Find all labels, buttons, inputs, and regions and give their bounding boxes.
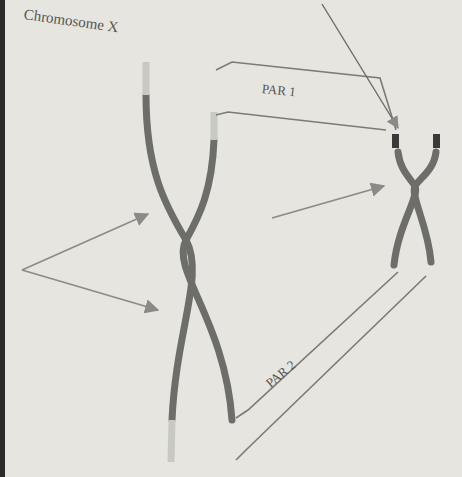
x-par1-tip bbox=[143, 62, 150, 95]
pointer-arrow bbox=[22, 214, 148, 270]
chromosome-title: Chromosome X bbox=[23, 6, 120, 36]
par2-bracket bbox=[236, 276, 426, 460]
pointer-arrow bbox=[22, 270, 158, 310]
pointer-arrow bbox=[322, 4, 398, 128]
par1-bracket bbox=[216, 62, 396, 130]
y-par1-tip bbox=[392, 134, 399, 148]
y-chromatid bbox=[394, 152, 416, 265]
region-label: PAR 1 bbox=[261, 82, 296, 100]
y-par1-tip bbox=[433, 134, 440, 148]
photo-edge bbox=[0, 0, 5, 477]
y-chromatid bbox=[414, 152, 436, 262]
x-par2-tip bbox=[171, 420, 172, 462]
x-chromatid bbox=[183, 140, 232, 420]
par1-bracket bbox=[216, 112, 386, 130]
x-par1-tip bbox=[211, 112, 218, 140]
region-label: PAR 2 bbox=[263, 358, 298, 391]
par2-bracket bbox=[236, 272, 398, 418]
pointer-arrow bbox=[272, 186, 384, 218]
